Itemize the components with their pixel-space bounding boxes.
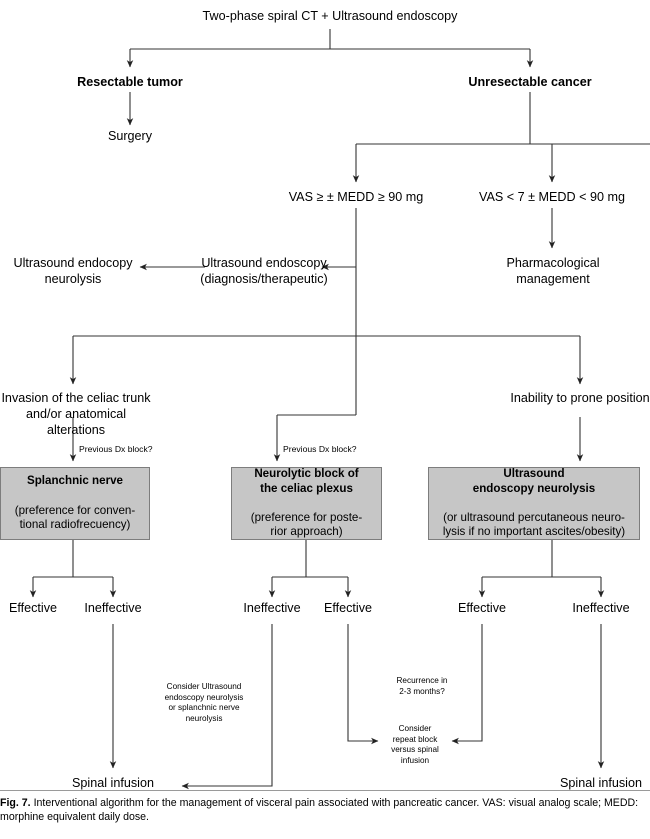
figure-caption-text: Interventional algorithm for the managem… [0, 797, 639, 823]
node-inability-prone-position: Inability to prone position [510, 391, 650, 405]
box-ultrasound-neurolysis-title: Ultrasound endoscopy neurolysis [472, 467, 596, 495]
outcome-effective-2: Effective [323, 601, 373, 615]
node-pharmacological-management: Pharmacological management [506, 256, 600, 287]
annotation-consider-ultrasound: Consider Ultrasound endoscopy neurolysis… [164, 682, 244, 723]
figure-caption: Fig. 7. Interventional algorithm for the… [0, 790, 650, 839]
box-neurolytic-block-title: Neurolytic block of the celiac plexus [254, 467, 359, 495]
annotation-consider-repeat-block: Consider repeat block versus spinal infu… [391, 724, 439, 765]
label-previous-dx-block-left: Previous Dx block? [79, 444, 153, 454]
node-root: Two-phase spiral CT + Ultrasound endosco… [202, 9, 458, 23]
node-vas-high: VAS ≥ ± MEDD ≥ 90 mg [288, 190, 424, 204]
box-ultrasound-endoscopy-neurolysis[interactable]: Ultrasound endoscopy neurolysis (or ultr… [428, 467, 640, 540]
node-invasion-celiac-trunk: Invasion of the celiac trunk and/or anat… [1, 391, 151, 438]
annotation-recurrence: Recurrence in 2-3 months? [396, 676, 448, 696]
node-spinal-infusion-left: Spinal infusion [72, 776, 154, 790]
outcome-ineffective-1: Ineffective [84, 601, 142, 615]
node-surgery: Surgery [107, 129, 153, 143]
box-ultrasound-neurolysis-body: (or ultrasound percutaneous neuro- lysis… [442, 510, 626, 539]
outcome-effective-1: Effective [8, 601, 58, 615]
box-splanchnic-nerve[interactable]: Splanchnic nerve (preference for conven-… [0, 467, 150, 540]
figure-caption-label: Fig. 7. [0, 797, 31, 809]
node-spinal-infusion-right: Spinal infusion [560, 776, 642, 790]
outcome-ineffective-3: Ineffective [572, 601, 630, 615]
box-splanchnic-nerve-title: Splanchnic nerve [26, 474, 123, 488]
flowchart-diagram: Two-phase spiral CT + Ultrasound endosco… [0, 9, 650, 790]
outcome-effective-3: Effective [457, 601, 507, 615]
outcome-ineffective-2: Ineffective [243, 601, 301, 615]
node-ultrasound-endoscopy-neurolysis: Ultrasound endocopy neurolysis [13, 256, 133, 287]
node-resectable-tumor: Resectable tumor [77, 75, 183, 89]
box-neurolytic-block-body: (preference for poste- rior approach) [250, 510, 363, 539]
node-vas-low: VAS < 7 ± MEDD < 90 mg [479, 190, 625, 204]
box-neurolytic-block-celiac-plexus[interactable]: Neurolytic block of the celiac plexus (p… [231, 467, 382, 540]
label-previous-dx-block-middle: Previous Dx block? [283, 444, 357, 454]
box-splanchnic-nerve-body: (preference for conven- tional radiofrec… [14, 503, 136, 532]
node-unresectable-cancer: Unresectable cancer [468, 75, 592, 89]
node-ultrasound-endoscopy-diagnostic: Ultrasound endoscopy (diagnosis/therapeu… [200, 256, 328, 287]
